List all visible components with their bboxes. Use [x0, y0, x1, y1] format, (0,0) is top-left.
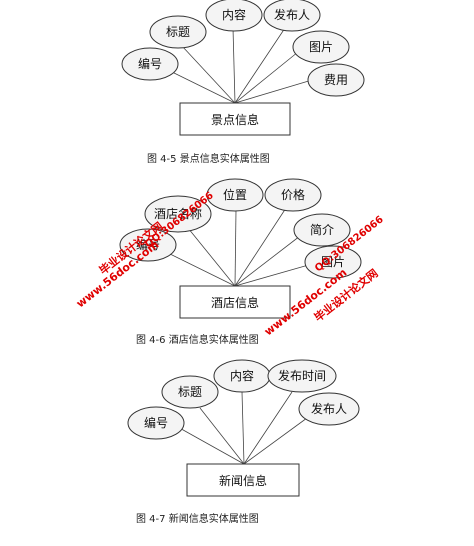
attribute-label: 发布人 [311, 401, 347, 416]
connector [234, 263, 313, 287]
attribute-ellipse [121, 47, 179, 81]
connector [199, 407, 245, 465]
connector [243, 417, 308, 465]
entity-box [186, 463, 300, 497]
connector [241, 391, 245, 465]
connector [165, 251, 236, 287]
connector [234, 207, 287, 287]
figure-caption: 图 4-5 景点信息实体属性图 [147, 152, 270, 165]
attribute-ellipse [206, 178, 264, 212]
connector [234, 235, 301, 287]
diagram-news: 标题 内容 发布时间 编号 发布人 新闻信息 图 4-7 新闻信息实体属性图 [127, 359, 360, 525]
entity-label: 景点信息 [211, 112, 259, 127]
attribute-ellipse [267, 359, 337, 393]
attribute-label: 内容 [222, 7, 246, 22]
attribute-ellipse [119, 228, 177, 262]
connector [234, 51, 299, 104]
attribute-label: 图片 [309, 40, 333, 54]
connector [234, 209, 237, 287]
attribute-label: 编号 [136, 237, 160, 252]
attribute-label: 价格 [281, 187, 305, 202]
entity-label: 酒店信息 [211, 295, 259, 310]
attribute-label: 编号 [138, 56, 162, 71]
connector [243, 391, 293, 465]
attribute-ellipse [149, 15, 207, 49]
attribute-label: 位置 [223, 187, 247, 202]
attribute-ellipse [127, 406, 185, 440]
figure-caption: 图 4-7 新闻信息实体属性图 [136, 512, 259, 525]
attribute-ellipse [144, 195, 212, 233]
attribute-ellipse [304, 245, 362, 279]
attribute-ellipse [264, 178, 322, 212]
attribute-label: 费用 [324, 73, 348, 87]
attribute-ellipse [161, 375, 219, 409]
connector [175, 425, 245, 465]
connector [181, 45, 236, 104]
attribute-ellipse [205, 0, 263, 32]
diagram-hotel: 酒店名称 位置 价格 编号 简介 图片 酒店信息 图 4-6 酒店信息实体属性图 [119, 178, 362, 346]
attribute-label: 标题 [166, 25, 190, 39]
connector [234, 79, 313, 104]
entity-label: 新闻信息 [219, 473, 267, 488]
entity-box [179, 285, 291, 319]
attribute-ellipse [307, 63, 365, 97]
connector [167, 69, 236, 104]
attribute-label: 简介 [310, 223, 334, 237]
attribute-ellipse [298, 392, 360, 426]
attribute-label: 酒店名称 [154, 206, 202, 221]
attribute-label: 发布时间 [278, 368, 326, 383]
diagram-scenic-spot: 标题 内容 发布人 编号 图片 费用 景点信息 图 4-5 景点信息实体属性图 [121, 0, 365, 165]
attribute-label: 标题 [178, 385, 202, 399]
attribute-ellipse [292, 30, 350, 64]
entity-box [179, 102, 291, 136]
connector [234, 27, 286, 104]
connector [187, 227, 236, 287]
attribute-label: 图片 [321, 255, 345, 269]
attribute-label: 编号 [144, 415, 168, 430]
attribute-label: 内容 [230, 368, 254, 383]
attribute-label: 发布人 [274, 7, 310, 22]
attribute-ellipse [293, 213, 351, 247]
figure-caption: 图 4-6 酒店信息实体属性图 [136, 333, 259, 346]
attribute-ellipse [263, 0, 321, 32]
connector [232, 27, 236, 104]
